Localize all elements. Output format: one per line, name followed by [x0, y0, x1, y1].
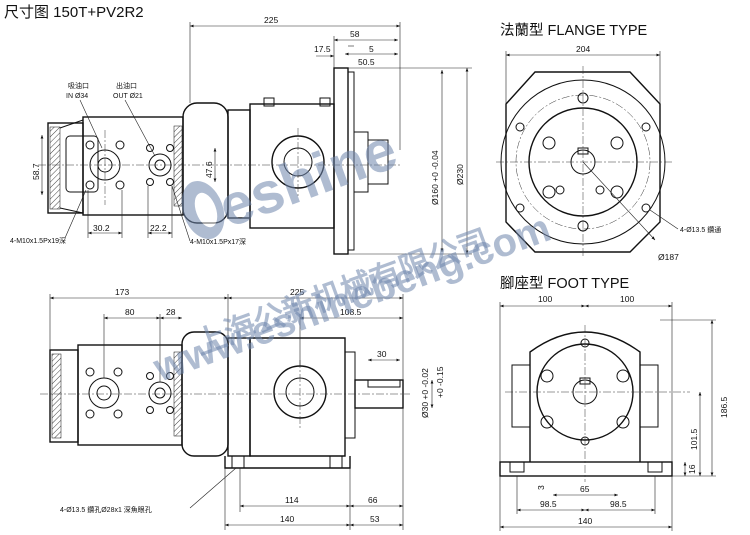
dim-186-5: 186.5	[719, 396, 729, 418]
dim-key-30: 30	[377, 349, 387, 359]
dim-3: 3	[536, 485, 546, 490]
dim-key-tol: +0 -0.15	[435, 366, 445, 398]
drawing-title: 尺寸图 150T+PV2R2	[4, 4, 144, 21]
dim-22-2: 22.2	[150, 223, 167, 233]
dim-shaft-30: Ø30 +0 -0.02	[420, 368, 430, 418]
thread-callout-outlet: 4-M10x1.5Px17深	[190, 237, 246, 246]
dim-foot-left-100: 100	[538, 294, 552, 304]
dim-pcd-187: Ø187	[658, 252, 679, 262]
inlet-label-cn: 吸油口	[68, 81, 89, 90]
dim-225-top: 225	[264, 15, 278, 25]
dim-5: 5	[369, 44, 374, 54]
dim-114: 114	[285, 495, 299, 505]
dim-47-6: 47.6	[204, 161, 214, 178]
dim-101-5: 101.5	[689, 428, 699, 450]
dim-225-bottom: 225	[290, 287, 304, 297]
dim-50-5: 50.5	[358, 57, 375, 67]
dim-58-7: 58.7	[31, 163, 41, 180]
foot-side-view: 173 225 80 28 108.5 30 Ø30 +0 -0.02 +0 -…	[40, 287, 445, 530]
flange-end-view: 法蘭型 FLANGE TYPE 204 Ø187 4-Ø13.5 鑽通	[496, 22, 721, 262]
dim-98-5-left: 98.5	[540, 499, 557, 509]
dim-17-5: 17.5	[314, 44, 331, 54]
watermark-brand: eshine	[210, 116, 405, 240]
dim-53: 53	[370, 514, 380, 524]
flange-holes-callout: 4-Ø13.5 鑽通	[680, 225, 721, 234]
dim-140-side: 140	[280, 514, 294, 524]
flange-side-view: 225 58 50.5 17.5 5 58.7 47.6 30.2 22.2 Ø…	[10, 15, 472, 255]
outlet-label-spec: OUT Ø21	[113, 93, 143, 100]
dim-65: 65	[580, 484, 590, 494]
dim-flange-230: Ø230	[455, 164, 465, 185]
watermark: eshine 上海公新机械有限公司 www.eshinebeng.com	[147, 116, 556, 391]
dim-pilot-160: Ø160 +0 -0.04	[430, 150, 440, 205]
dim-140-base: 140	[578, 516, 592, 526]
dim-98-5-right: 98.5	[610, 499, 627, 509]
foot-type-label: 腳座型 FOOT TYPE	[500, 275, 630, 292]
flange-type-label: 法蘭型 FLANGE TYPE	[500, 22, 648, 39]
dim-204: 204	[576, 44, 590, 54]
dim-66: 66	[368, 495, 378, 505]
dim-16: 16	[687, 464, 697, 474]
dim-28: 28	[166, 307, 176, 317]
dim-30-2: 30.2	[93, 223, 110, 233]
inlet-label-spec: IN Ø34	[66, 93, 88, 100]
dim-173: 173	[115, 287, 129, 297]
outlet-label-cn: 出油口	[116, 81, 137, 90]
dim-58: 58	[350, 29, 360, 39]
foot-end-view: 腳座型 FOOT TYPE 100 100 186.5 101.5 16 65 …	[499, 275, 729, 531]
thread-callout-inlet: 4-M10x1.5Px19深	[10, 236, 66, 245]
dim-80: 80	[125, 307, 135, 317]
foot-holes-callout: 4-Ø13.5 鑽孔Ø28x1 深魚眼孔	[60, 505, 152, 514]
watermark-logo-icon	[181, 180, 225, 240]
dim-108-5: 108.5	[340, 307, 362, 317]
dim-foot-right-100: 100	[620, 294, 634, 304]
